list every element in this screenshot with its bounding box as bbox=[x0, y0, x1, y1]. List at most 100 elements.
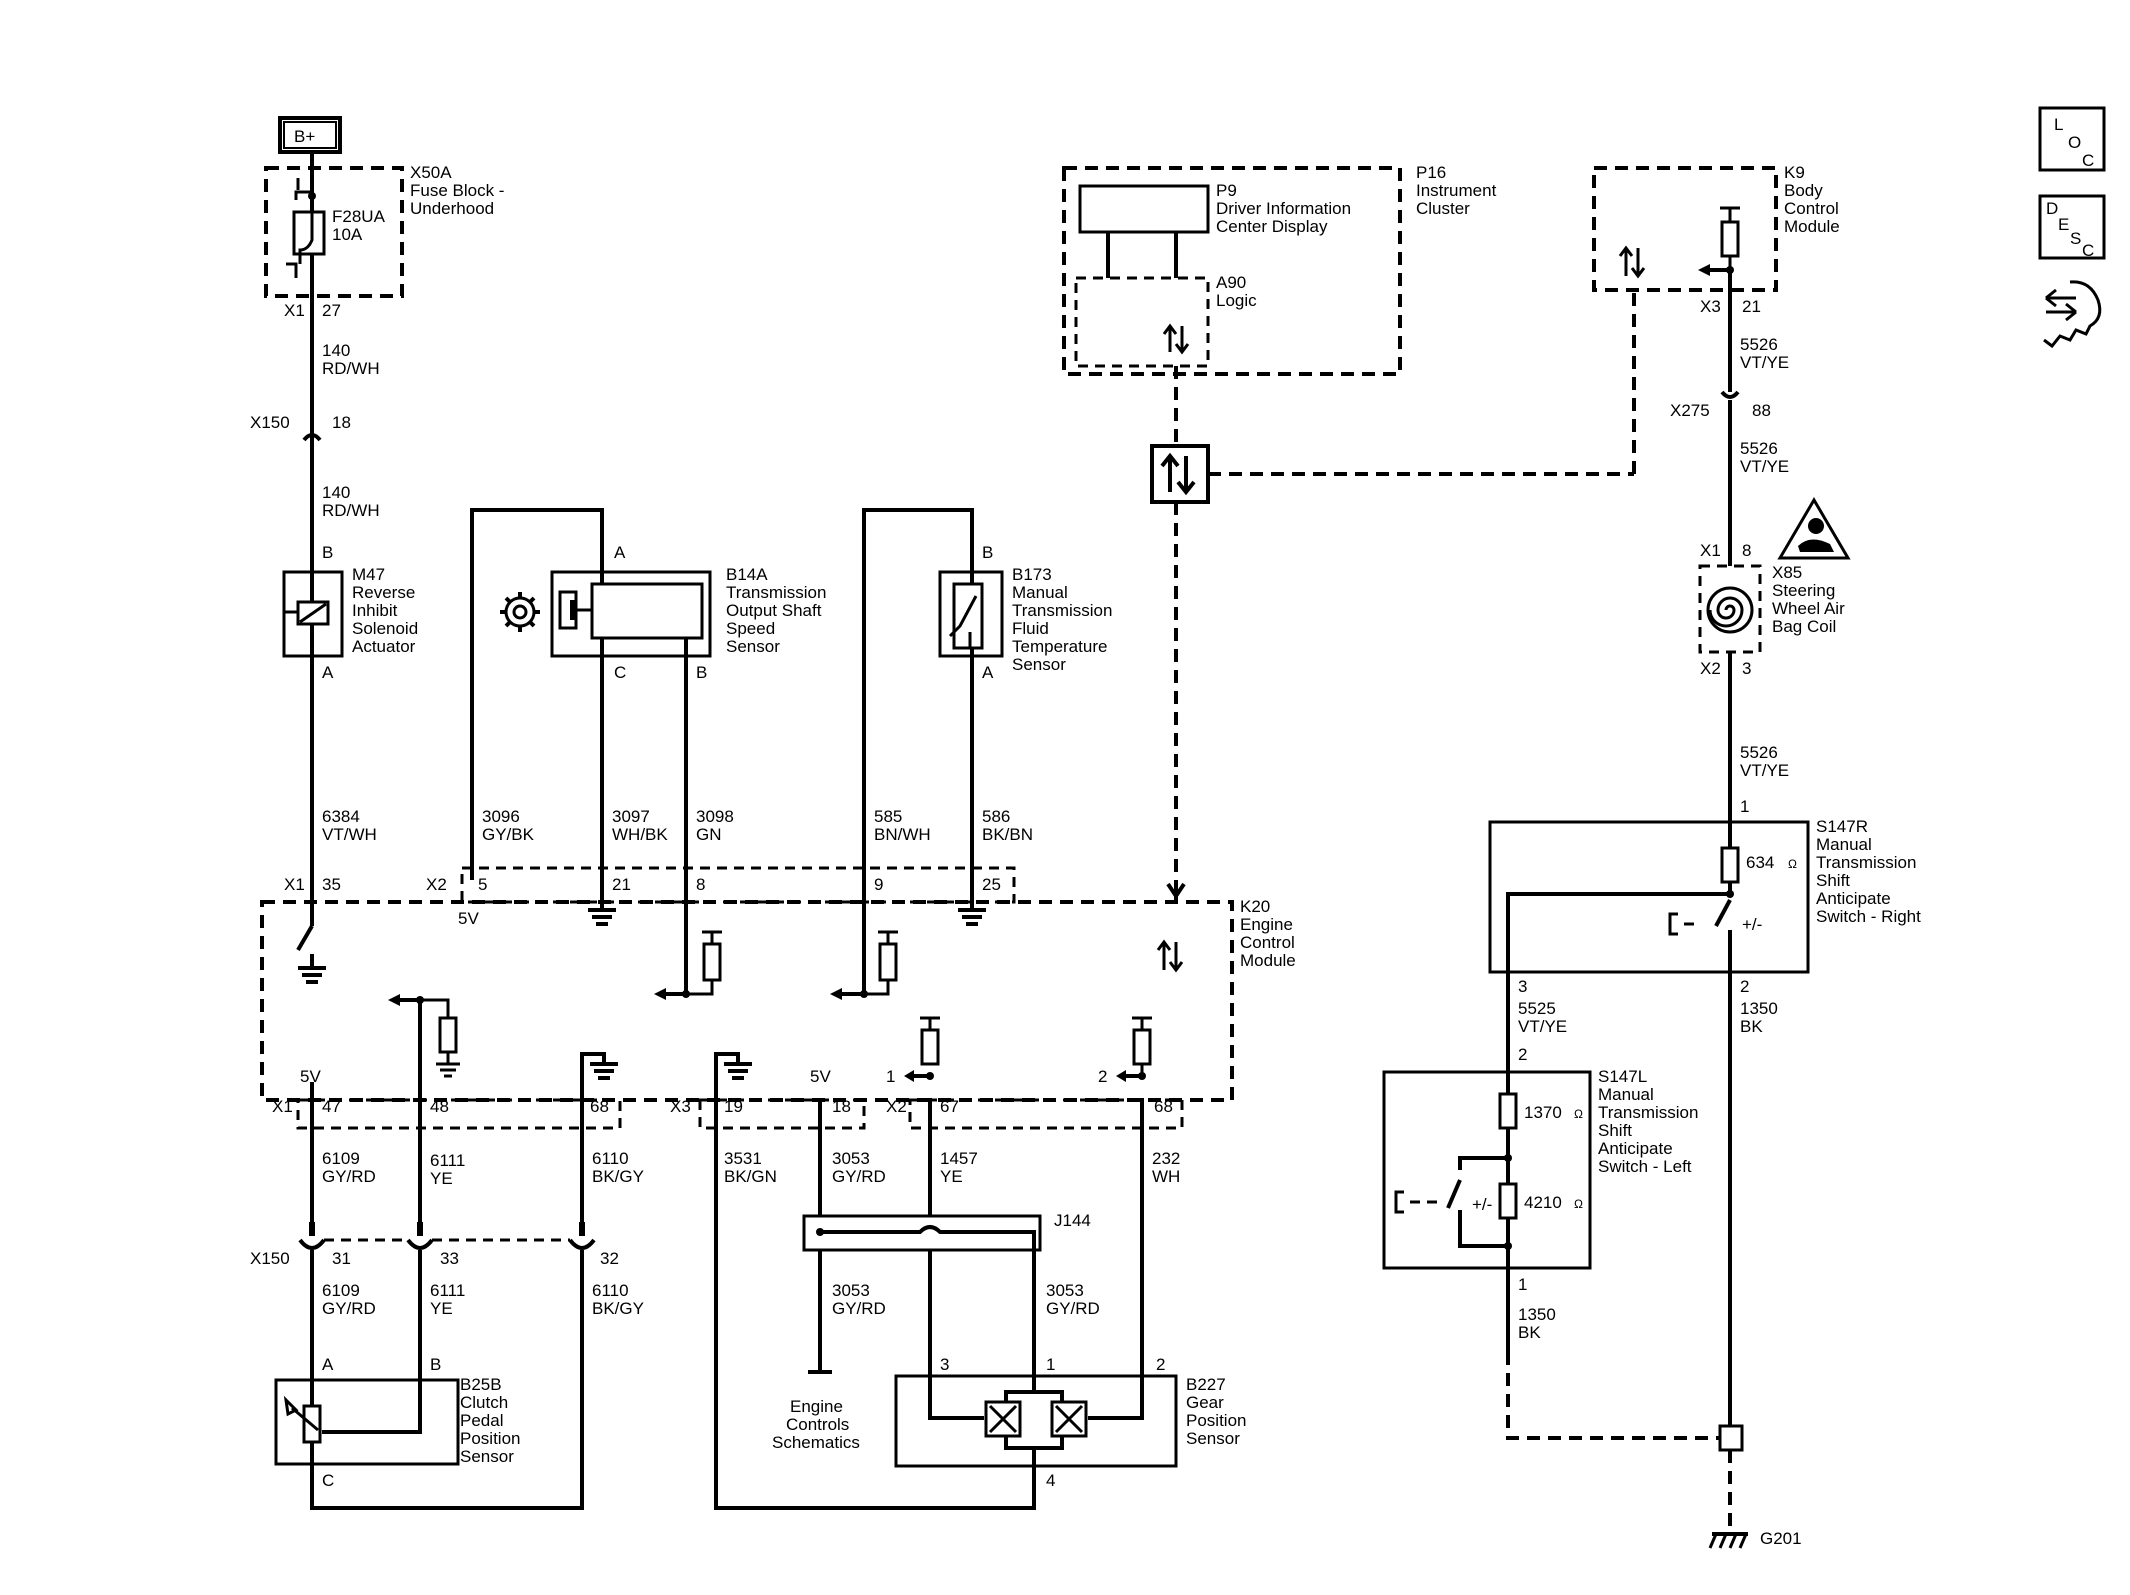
k20-input-x2-68 bbox=[1116, 1016, 1152, 1082]
label: K20 bbox=[1240, 897, 1270, 916]
label: X3 bbox=[670, 1097, 691, 1116]
label: YE bbox=[430, 1169, 453, 1188]
label: 68 bbox=[1154, 1097, 1173, 1116]
logic-module-a90 bbox=[1074, 276, 1210, 368]
label: 5V bbox=[300, 1067, 321, 1086]
label: GY/RD bbox=[832, 1167, 886, 1186]
label: G201 bbox=[1760, 1529, 1802, 1548]
label: 3097 bbox=[612, 807, 650, 826]
label: B25B bbox=[460, 1375, 502, 1394]
battery-positive-terminal: B+ bbox=[278, 116, 342, 154]
clutch-pedal-position-sensor-b25b bbox=[274, 1378, 460, 1484]
label: Engine bbox=[1240, 915, 1293, 934]
label: 1350 bbox=[1740, 999, 1778, 1018]
label: X275 bbox=[1670, 401, 1710, 420]
body-control-module-k9 bbox=[1592, 166, 1778, 292]
desc-icon[interactable]: D E S C bbox=[2038, 194, 2106, 260]
label: 68 bbox=[590, 1097, 609, 1116]
label: 8 bbox=[696, 875, 705, 894]
navigation-wrench-icon[interactable] bbox=[2043, 280, 2102, 349]
label: Control bbox=[1784, 199, 1839, 218]
label: A bbox=[322, 1355, 334, 1374]
label: Body bbox=[1784, 181, 1823, 200]
label: 3 bbox=[940, 1355, 949, 1374]
label: 2 bbox=[1518, 1045, 1527, 1064]
label: WH/BK bbox=[612, 825, 668, 844]
label: Ω bbox=[1574, 1197, 1583, 1211]
label: Switch - Left bbox=[1598, 1157, 1692, 1176]
label: B bbox=[696, 663, 707, 682]
label: O bbox=[2068, 133, 2081, 152]
label: 5526 bbox=[1740, 439, 1778, 458]
label: 6110 bbox=[592, 1281, 629, 1300]
fluid-temperature-sensor-b173 bbox=[938, 570, 1004, 658]
label: Transmission bbox=[1012, 601, 1112, 620]
wire-3531 bbox=[714, 1098, 1036, 1510]
label: Control bbox=[1240, 933, 1295, 952]
label: A bbox=[322, 663, 334, 682]
k9-output-driver bbox=[1698, 206, 1740, 276]
k20-x1-bottom-connector bbox=[296, 1098, 622, 1130]
label: Schematics bbox=[772, 1433, 860, 1452]
label: 67 bbox=[940, 1097, 959, 1116]
label: 1350 bbox=[1518, 1305, 1556, 1324]
label: Anticipate bbox=[1598, 1139, 1673, 1158]
label: C bbox=[2082, 241, 2094, 260]
label: A90 bbox=[1216, 273, 1246, 292]
label: B bbox=[322, 543, 333, 562]
driver-information-display-p9 bbox=[1078, 184, 1210, 278]
label: S147R bbox=[1816, 817, 1868, 836]
label: Module bbox=[1784, 217, 1840, 236]
label: M47 bbox=[352, 565, 385, 584]
gear-position-sensor-b227 bbox=[894, 1374, 1178, 1470]
label: 25 bbox=[982, 875, 1001, 894]
label: 6109 bbox=[322, 1281, 360, 1300]
label: X2 bbox=[886, 1097, 907, 1116]
label: 5525 bbox=[1518, 999, 1556, 1018]
label: Controls bbox=[786, 1415, 849, 1434]
label: Cluster bbox=[1416, 199, 1470, 218]
label: +/- bbox=[1472, 1195, 1492, 1214]
label: L bbox=[2054, 115, 2063, 134]
label: 35 bbox=[322, 875, 341, 894]
label: 5 bbox=[478, 875, 487, 894]
label: Logic bbox=[1216, 291, 1257, 310]
wire-3096 bbox=[470, 508, 604, 880]
k9-data-arrows-icon bbox=[1618, 245, 1646, 279]
x50a-ref: X50A bbox=[410, 163, 452, 182]
label: Speed bbox=[726, 619, 775, 638]
label: 2 bbox=[1098, 1067, 1107, 1086]
label: 32 bbox=[600, 1249, 619, 1268]
label: 585 bbox=[874, 807, 902, 826]
label: Pedal bbox=[460, 1411, 503, 1430]
serial-data-junction-icon[interactable] bbox=[1150, 444, 1210, 504]
label: 586 bbox=[982, 807, 1010, 826]
label: 4210 bbox=[1524, 1193, 1562, 1212]
label: Manual bbox=[1816, 835, 1872, 854]
loc-icon[interactable]: L O C bbox=[2038, 106, 2106, 172]
wire-585 bbox=[862, 508, 974, 994]
label: WH bbox=[1152, 1167, 1180, 1186]
label: BK/BN bbox=[982, 825, 1033, 844]
k20-data-arrows-icon bbox=[1156, 939, 1184, 973]
label: 634 bbox=[1746, 853, 1774, 872]
label: VT/WH bbox=[322, 825, 377, 844]
label: 3053 bbox=[1046, 1281, 1084, 1300]
label: 6111 bbox=[430, 1281, 465, 1300]
engine-controls-schematics-link[interactable]: Engine bbox=[790, 1397, 843, 1416]
label: A bbox=[614, 543, 626, 562]
label: 3096 bbox=[482, 807, 520, 826]
label: 88 bbox=[1752, 401, 1771, 420]
label: 1 bbox=[1740, 797, 1749, 816]
label: BK/GN bbox=[724, 1167, 777, 1186]
k20-x3-bottom-connector bbox=[698, 1098, 866, 1130]
label: B+ bbox=[294, 127, 315, 146]
k20-ground-pin21 bbox=[588, 908, 616, 926]
label: 5526 bbox=[1740, 335, 1778, 354]
label: 27 bbox=[322, 301, 341, 320]
label: 2 bbox=[1156, 1355, 1165, 1374]
label: 1370 bbox=[1524, 1103, 1562, 1122]
label: 9 bbox=[874, 875, 883, 894]
label: 1457 bbox=[940, 1149, 978, 1168]
